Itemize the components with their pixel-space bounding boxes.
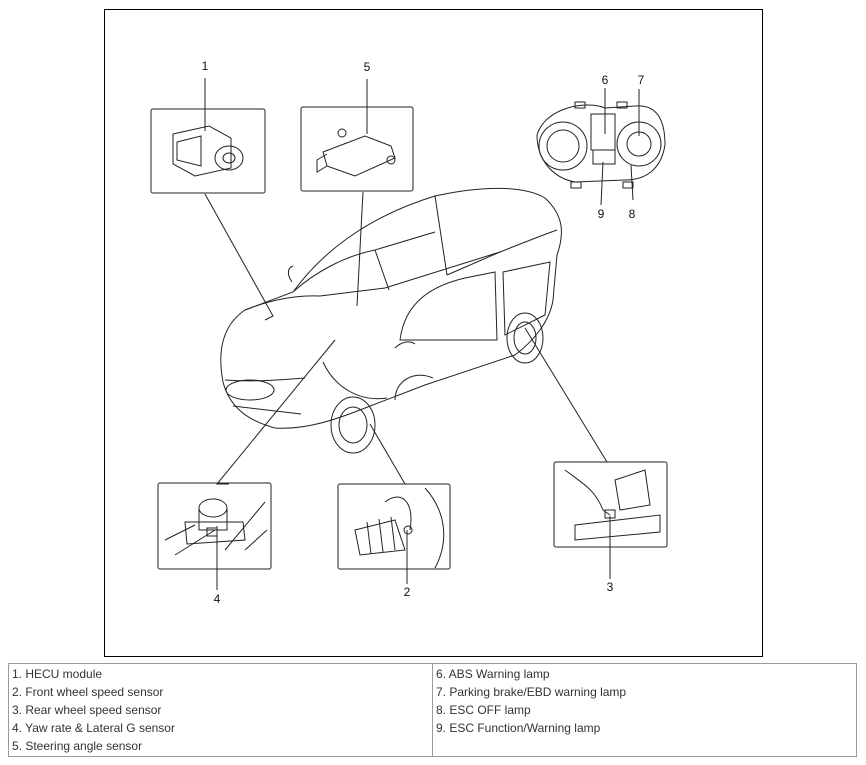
legend-item: 9. ESC Function/Warning lamp [436,721,601,735]
callout-5: 5 [364,60,371,74]
legend-column-left: 1. HECU module 2. Front wheel speed sens… [9,664,432,756]
legend-column-right: 6. ABS Warning lamp 7. Parking brake/EBD… [432,664,856,756]
legend-table: 1. HECU module 2. Front wheel speed sens… [8,663,857,757]
legend-item: 7. Parking brake/EBD warning lamp [436,685,627,699]
legend-item: 6. ABS Warning lamp [436,667,550,681]
front-wheel-sensor-box [337,483,451,570]
esc-system-diagram: 1 2 3 4 5 6 7 8 9 [150,59,668,606]
car-illustration [220,187,562,454]
legend-item: 2. Front wheel speed sensor [12,685,164,699]
callout-3: 3 [607,580,614,594]
rear-wheel-sensor-illustration [564,469,661,541]
callout-9: 9 [598,207,605,221]
yaw-rate-sensor-illustration [164,498,268,556]
callout-labels: 1 2 3 4 5 6 7 8 9 [202,59,645,606]
leader-lines [204,78,640,590]
legend-item: 3. Rear wheel speed sensor [12,703,162,717]
callout-6: 6 [602,73,609,87]
callout-8: 8 [629,207,636,221]
legend-item: 8. ESC OFF lamp [436,703,531,717]
front-wheel-sensor-illustration [354,487,445,569]
steering-angle-sensor-illustration [316,128,396,177]
steering-angle-sensor-box [300,106,414,192]
callout-7: 7 [638,73,645,87]
component-location-figure: 1 2 3 4 5 6 7 8 9 [104,9,763,657]
yaw-rate-sensor-box [157,482,272,570]
legend-item: 1. HECU module [12,667,103,681]
callout-1: 1 [202,59,209,73]
hecu-module-illustration [172,125,244,177]
legend-item: 5. Steering angle sensor [12,739,143,753]
callout-2: 2 [404,585,411,599]
instrument-cluster-illustration [536,101,666,189]
callout-4: 4 [214,592,221,606]
legend-item: 4. Yaw rate & Lateral G sensor [12,721,175,735]
hecu-module-box [150,108,266,194]
